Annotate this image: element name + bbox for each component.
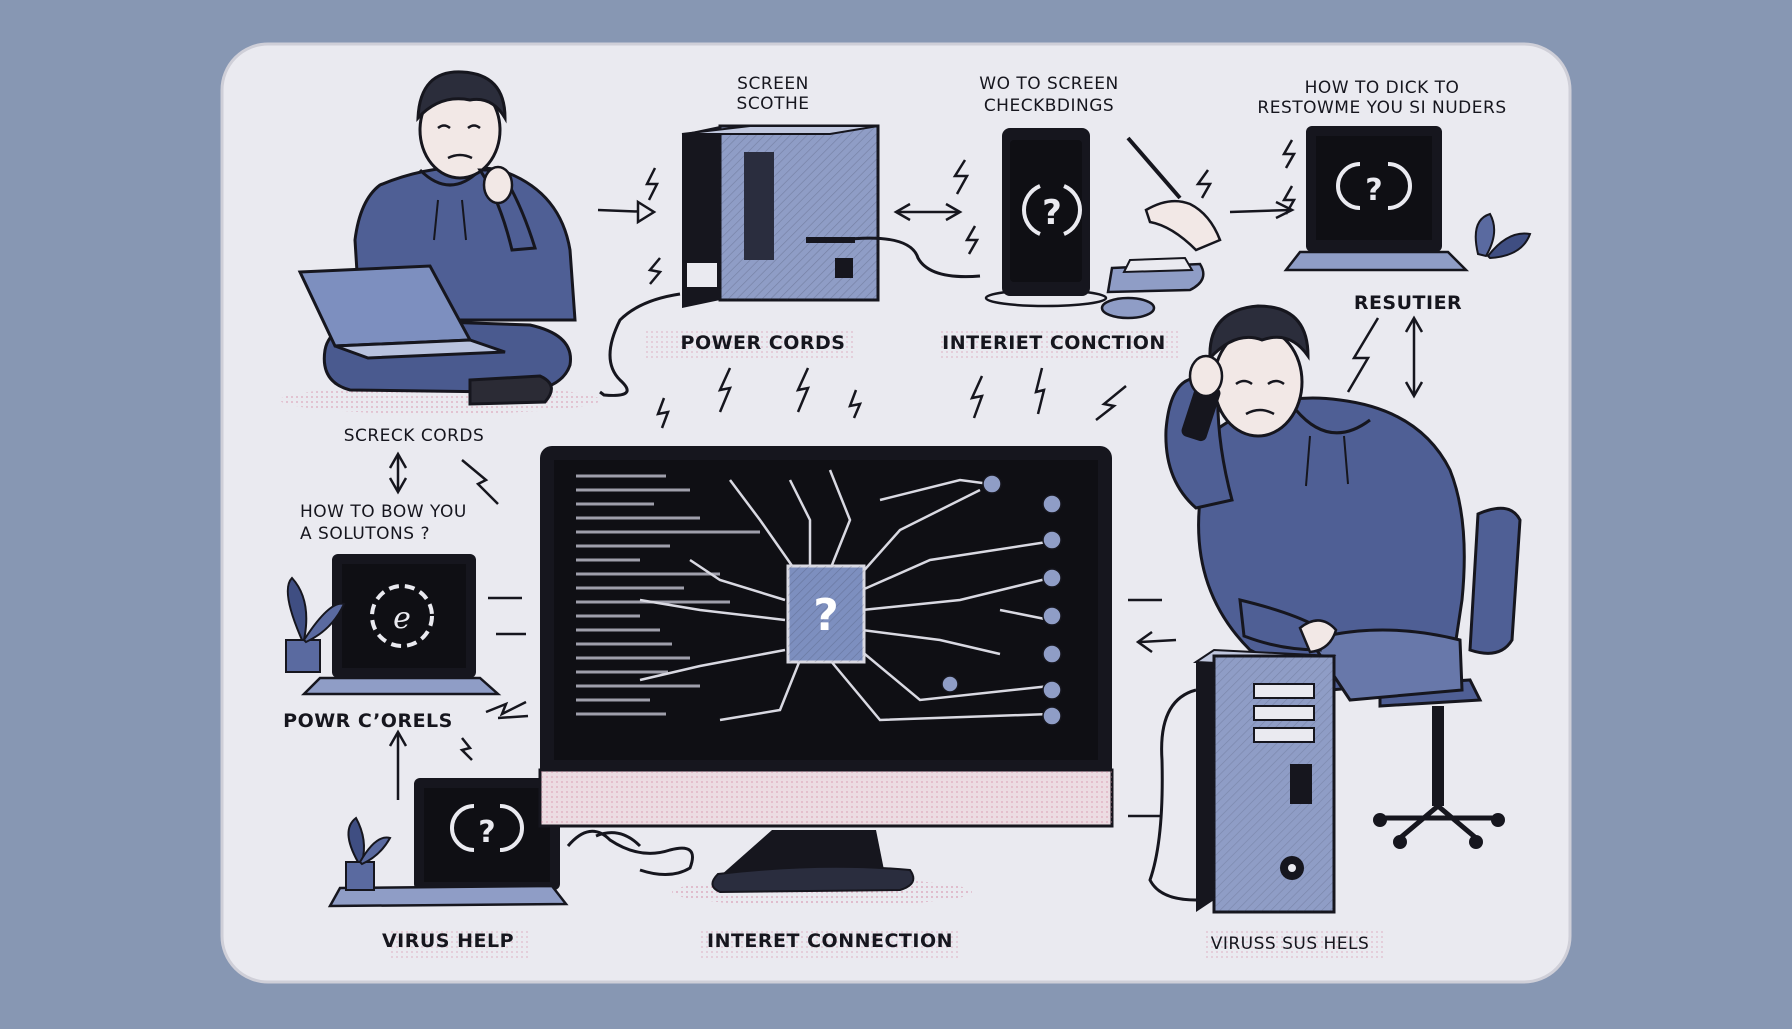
cable-icon bbox=[599, 236, 981, 397]
pc-tower-icon bbox=[1192, 648, 1337, 914]
plant-icon bbox=[1474, 212, 1532, 260]
laptop-settings-icon: e bbox=[300, 554, 502, 696]
how-to-bow-label-line1: HOW TO BOW YOU bbox=[300, 502, 467, 522]
chip-question-mark: ? bbox=[813, 590, 839, 641]
desktop-tower-icon bbox=[681, 124, 880, 308]
lightning-icon bbox=[459, 700, 527, 761]
how-to-dick-label-line1: HOW TO DICK TO bbox=[1304, 78, 1460, 98]
arrow-icon bbox=[893, 202, 963, 222]
how-to-bow-label-line2: A SOLUTONS ? bbox=[300, 524, 430, 544]
resutier-label: RESUTIER bbox=[1353, 292, 1463, 314]
worried-person-phone-icon bbox=[1164, 304, 1522, 849]
tablet-question-icon: ? bbox=[984, 128, 1108, 308]
wo-to-screen-label-line2: CHECKBDINGS bbox=[983, 96, 1115, 116]
wo-to-screen-label-line1: WO TO SCREEN bbox=[979, 74, 1119, 94]
lightning-icon bbox=[952, 159, 1213, 255]
monitor-circuit-icon: ? bbox=[538, 446, 1114, 906]
power-cords-label: POWER CORDS bbox=[680, 332, 846, 354]
lightning-icon bbox=[644, 167, 663, 285]
lightning-icon bbox=[1281, 139, 1297, 215]
screck-cords-label: SCRECK CORDS bbox=[343, 426, 485, 446]
pink-accent-dots bbox=[390, 330, 1386, 960]
laptop-question-icon: ? bbox=[1283, 126, 1470, 272]
paper-border bbox=[220, 42, 1572, 984]
arrow-icon bbox=[388, 596, 529, 800]
svg-text:e: e bbox=[393, 601, 411, 636]
how-to-dick-label-line2: RESTOWME YOU SI NUDERS bbox=[1257, 98, 1507, 118]
lightning-icon bbox=[1346, 317, 1380, 393]
cable-icon bbox=[1148, 688, 1197, 902]
plant-icon bbox=[345, 816, 392, 891]
laptop-question-mark: ? bbox=[1365, 173, 1382, 208]
mouse-icon bbox=[1100, 296, 1156, 320]
arrow-icon bbox=[1229, 200, 1295, 220]
router-icon bbox=[1106, 256, 1205, 294]
laptop-help-icon: ? bbox=[327, 778, 569, 908]
lightning-icon bbox=[656, 367, 1127, 429]
screen-scothe-label-line1: SCREEN bbox=[737, 74, 809, 94]
hand-screwdriver-icon bbox=[1126, 136, 1222, 252]
interet-connection-label: INTERET CONNECTION bbox=[707, 930, 953, 952]
tablet-question-mark: ? bbox=[1042, 193, 1062, 233]
arrow-icon bbox=[597, 199, 657, 225]
person-with-laptop-icon bbox=[280, 70, 600, 414]
plant-icon bbox=[285, 576, 346, 673]
powr-corels-label: POWR C’ORELS bbox=[283, 710, 453, 732]
cable-icon bbox=[566, 829, 694, 876]
screen-scothe-label-line2: SCOTHE bbox=[736, 94, 810, 114]
arrow-icon bbox=[388, 451, 408, 495]
lightning-icon bbox=[461, 459, 499, 505]
arrow-icon bbox=[1128, 598, 1177, 818]
help-question-mark: ? bbox=[478, 815, 495, 850]
arrow-icon bbox=[1404, 315, 1424, 399]
viruss-sus-hels-label: VIRUSS SUS HELS bbox=[1210, 934, 1370, 954]
interiet-conction-label: INTERIET CONCTION bbox=[942, 332, 1166, 354]
virus-help-label: VIRUS HELP bbox=[381, 930, 515, 952]
